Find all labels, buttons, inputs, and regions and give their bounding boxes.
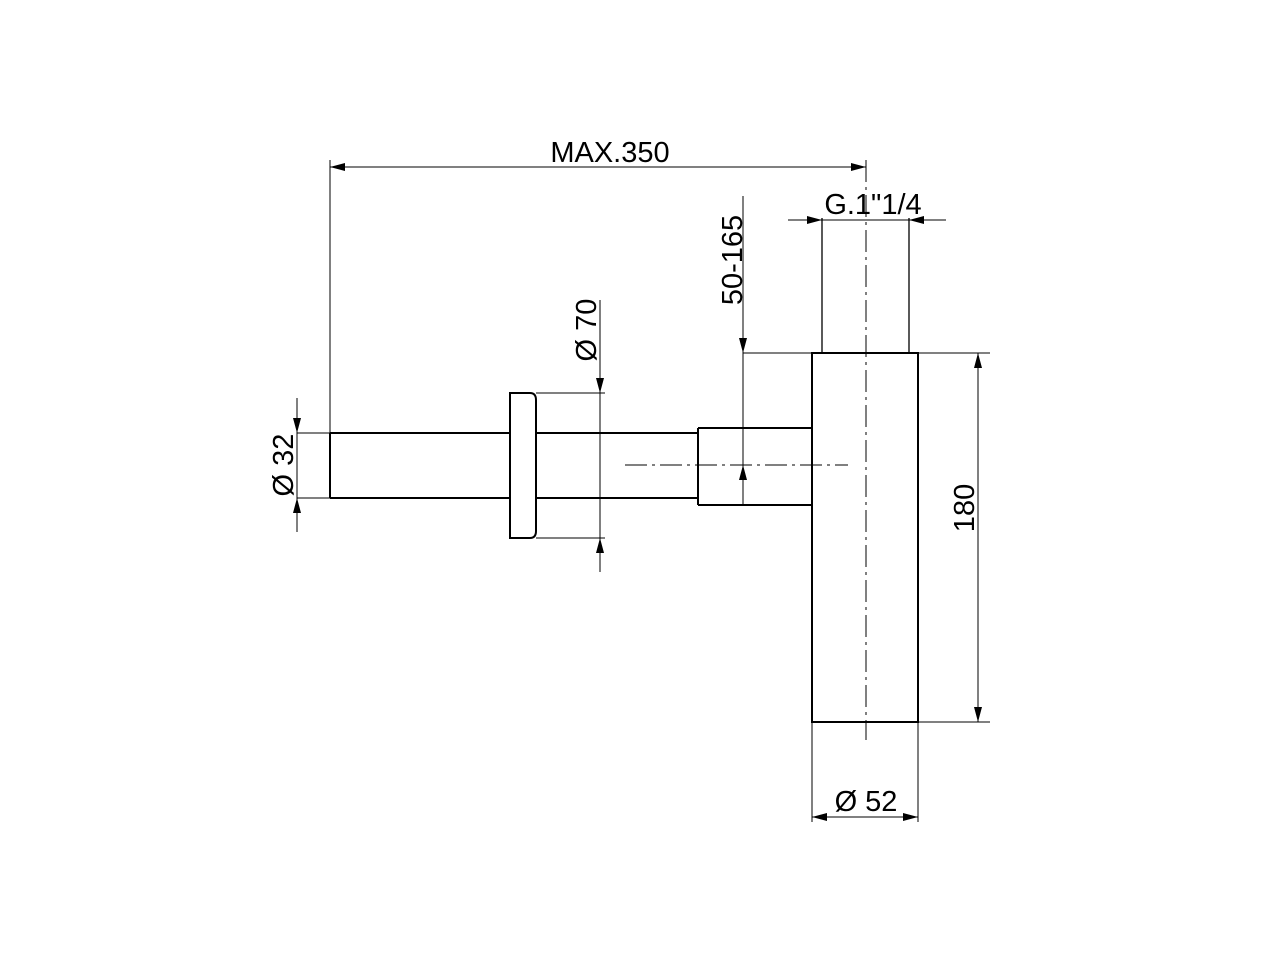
dimension-height-range: 50-165 [717,196,812,505]
dimension-flange-diameter: Ø 70 [536,299,605,572]
dimension-body-diameter: Ø 52 [811,722,919,822]
wall-flange [509,392,537,539]
dimension-thread: G.1"1/4 [788,189,946,224]
inlet-tailpiece [821,218,910,353]
height-range-label: 50-165 [717,215,749,305]
trap-body [811,352,919,723]
max-length-label: MAX.350 [550,137,669,169]
dimension-outlet-diameter: Ø 32 [268,398,330,532]
dimension-body-height: 180 [918,352,990,723]
body-height-label: 180 [949,484,981,532]
outlet-pipe [329,432,698,499]
flange-diameter-label: Ø 70 [571,299,603,362]
connector-sleeve [697,427,812,506]
outlet-diameter-label: Ø 32 [268,434,300,497]
body-diameter-label: Ø 52 [835,786,898,818]
dimension-max-length: MAX.350 [329,137,866,433]
thread-label: G.1"1/4 [824,189,921,221]
